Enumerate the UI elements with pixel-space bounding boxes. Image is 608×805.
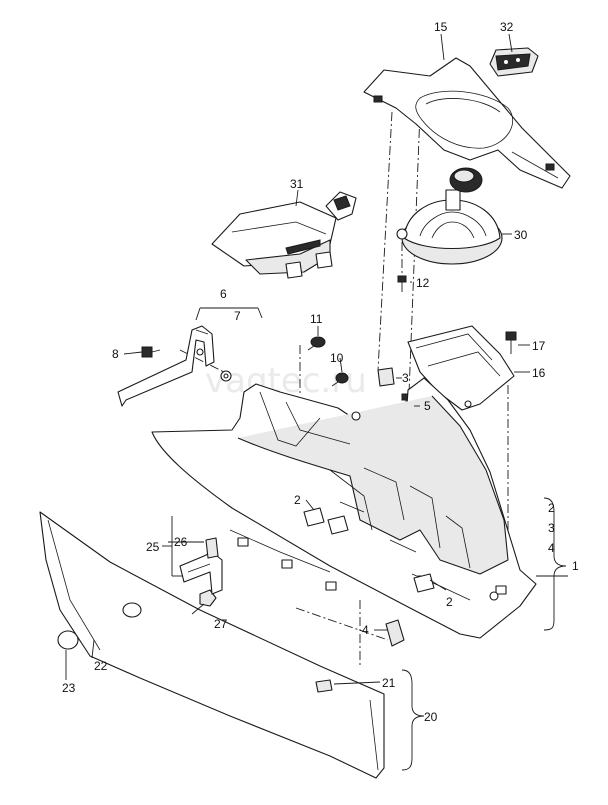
callout-27: 27 bbox=[214, 617, 228, 631]
brace-20 bbox=[401, 669, 425, 771]
trim-panel-15 bbox=[363, 57, 571, 189]
bolt-10 bbox=[331, 372, 349, 387]
callout-22: 22 bbox=[94, 659, 108, 673]
callout-23: 23 bbox=[62, 681, 76, 695]
callout-12: 12 bbox=[416, 276, 430, 290]
callout-15: 15 bbox=[434, 20, 448, 34]
clip-3 bbox=[377, 367, 395, 387]
switch-module-32 bbox=[489, 47, 539, 77]
storage-tray-16 bbox=[407, 325, 515, 411]
callout-2-left: 2 bbox=[294, 493, 301, 507]
bolt-17 bbox=[505, 331, 517, 354]
bracket-6-7 bbox=[117, 325, 232, 407]
callout-31: 31 bbox=[290, 177, 304, 191]
callout-11: 11 bbox=[310, 312, 323, 326]
callout-3: 3 bbox=[402, 371, 409, 385]
callout-7: 7 bbox=[234, 309, 241, 323]
callout-25: 25 bbox=[146, 540, 160, 554]
cap-23 bbox=[57, 630, 79, 650]
callout-32: 32 bbox=[500, 20, 514, 34]
callout-21: 21 bbox=[382, 676, 396, 690]
callout-labels: 1 2 3 4 2 2 3 4 5 6 7 8 10 11 12 15 16 1… bbox=[62, 20, 579, 724]
brace-1 bbox=[543, 497, 567, 631]
callout-8: 8 bbox=[112, 347, 119, 361]
control-unit-31 bbox=[211, 191, 357, 279]
callout-3-group: 3 bbox=[548, 521, 555, 535]
callout-1: 1 bbox=[572, 559, 579, 573]
callout-2-right: 2 bbox=[446, 595, 453, 609]
callout-5: 5 bbox=[424, 399, 431, 413]
leader-lines bbox=[65, 33, 568, 685]
callout-6: 6 bbox=[220, 287, 227, 301]
callout-4: 4 bbox=[362, 623, 369, 637]
callout-26: 26 bbox=[174, 535, 188, 549]
gear-knob-boot-30 bbox=[396, 167, 503, 265]
bolt-8 bbox=[141, 346, 161, 358]
callout-30: 30 bbox=[514, 228, 528, 242]
screw-12 bbox=[397, 275, 407, 292]
clip-4-lower bbox=[385, 619, 405, 647]
callout-10: 10 bbox=[330, 351, 344, 365]
callout-17: 17 bbox=[532, 339, 546, 353]
callout-16: 16 bbox=[532, 366, 546, 380]
bolt-11 bbox=[307, 336, 326, 351]
callout-4-group: 4 bbox=[548, 541, 555, 555]
bracket-25-26 bbox=[179, 537, 223, 595]
callout-2-group: 2 bbox=[548, 501, 555, 515]
callout-20: 20 bbox=[424, 710, 438, 724]
side-trim-20 bbox=[39, 511, 385, 779]
centre-console-1 bbox=[151, 377, 537, 639]
